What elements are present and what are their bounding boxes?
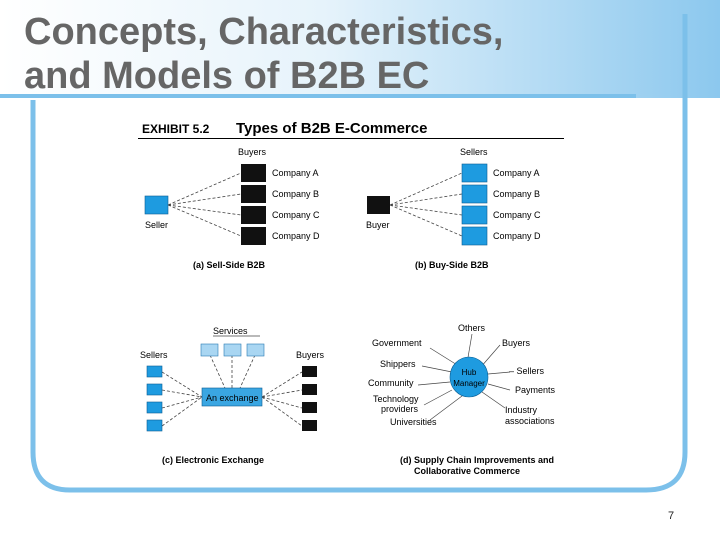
panel-electronic-exchange: Services Sellers Buyers An exchange	[140, 326, 325, 465]
company-a-box	[241, 164, 266, 182]
panel-c-sellers-label: Sellers	[140, 350, 168, 360]
label-industry-line-1: Industry	[505, 405, 538, 415]
label-community: Community	[368, 378, 414, 388]
seller-box-4	[146, 419, 163, 432]
panel-d-caption-line-1: (d) Supply Chain Improvements and	[400, 455, 554, 465]
label-shippers: Shippers	[380, 359, 416, 369]
label-industry-line-2: associations	[505, 416, 555, 426]
company-b-box	[241, 185, 266, 203]
panel-b-company-a: Company A	[493, 168, 540, 178]
slide-title: Concepts, Characteristics, and Models of…	[24, 10, 503, 98]
buyer-box-2	[302, 384, 317, 395]
exchange-node	[201, 387, 263, 407]
panel-b-caption: (b) Buy-Side B2B	[415, 260, 489, 270]
panel-b-node-label: Buyer	[366, 220, 390, 230]
seller-company-d-box	[461, 226, 488, 246]
buyer-box-1	[302, 366, 317, 377]
label-others: Others	[458, 323, 486, 333]
hub-manager-node	[449, 356, 489, 398]
label-sellers: – Sellers	[509, 366, 545, 376]
panel-b-company-d: Company D	[493, 231, 541, 241]
seller-company-a-box	[461, 163, 488, 183]
panel-a-group-label: Buyers	[238, 147, 267, 157]
service-box-1	[200, 343, 219, 357]
panel-b-group-label: Sellers	[460, 147, 488, 157]
panel-a-company-c: Company C	[272, 210, 320, 220]
panel-b-company-c: Company C	[493, 210, 541, 220]
seller-box-3	[146, 401, 163, 414]
panel-collaborative-commerce: Hub Manager Others Government Buyers Shi…	[368, 323, 556, 476]
panel-a-caption: (a) Sell-Side B2B	[193, 260, 266, 270]
panel-a-company-d: Company D	[272, 231, 320, 241]
label-buyers: Buyers	[502, 338, 531, 348]
panel-c-services-label: Services	[213, 326, 248, 336]
label-technology-line-1: Technology	[373, 394, 419, 404]
exhibit-title: Types of B2B E-Commerce	[236, 120, 428, 137]
seller-box-2	[146, 383, 163, 396]
buyer-node	[367, 196, 390, 214]
buyer-box-3	[302, 402, 317, 413]
label-universities: Universities	[390, 417, 437, 427]
label-government: Government	[372, 338, 422, 348]
panel-a-company-a: Company A	[272, 168, 319, 178]
hub-label-line-1: Hub	[462, 368, 477, 377]
company-d-box	[241, 227, 266, 245]
page-number: 7	[668, 510, 675, 522]
service-box-2	[223, 343, 242, 357]
seller-company-b-box	[461, 184, 488, 204]
slide-title-line-1: Concepts, Characteristics,	[24, 11, 504, 53]
seller-node	[144, 195, 169, 215]
panel-c-caption: (c) Electronic Exchange	[162, 455, 264, 465]
label-payments: Payments	[515, 385, 556, 395]
seller-box-1	[146, 365, 163, 378]
panel-b-company-b: Company B	[493, 189, 540, 199]
exhibit-number: EXHIBIT 5.2	[142, 122, 210, 136]
label-technology-line-2: providers	[381, 404, 419, 414]
hub-label-line-2: Manager	[453, 379, 485, 388]
b2b-diagram: Buyers Seller Company A Company B Compan…	[140, 147, 556, 476]
panel-c-buyers-label: Buyers	[296, 350, 325, 360]
service-box-3	[246, 343, 265, 357]
panel-a-node-label: Seller	[145, 220, 168, 230]
seller-company-c-box	[461, 205, 488, 225]
buyer-box-4	[302, 420, 317, 431]
panel-a-company-b: Company B	[272, 189, 319, 199]
panel-c-exchange-label: An exchange	[206, 393, 259, 403]
panel-d-caption-line-2: Collaborative Commerce	[414, 466, 520, 476]
slide-title-line-2: and Models of B2B EC	[24, 55, 430, 97]
exhibit-header: EXHIBIT 5.2 Types of B2B E-Commerce	[138, 120, 564, 139]
company-c-box	[241, 206, 266, 224]
panel-sell-side: Buyers Seller Company A Company B Compan…	[144, 147, 320, 270]
panel-buy-side: Sellers Buyer Company A Company B Compan…	[366, 147, 541, 270]
